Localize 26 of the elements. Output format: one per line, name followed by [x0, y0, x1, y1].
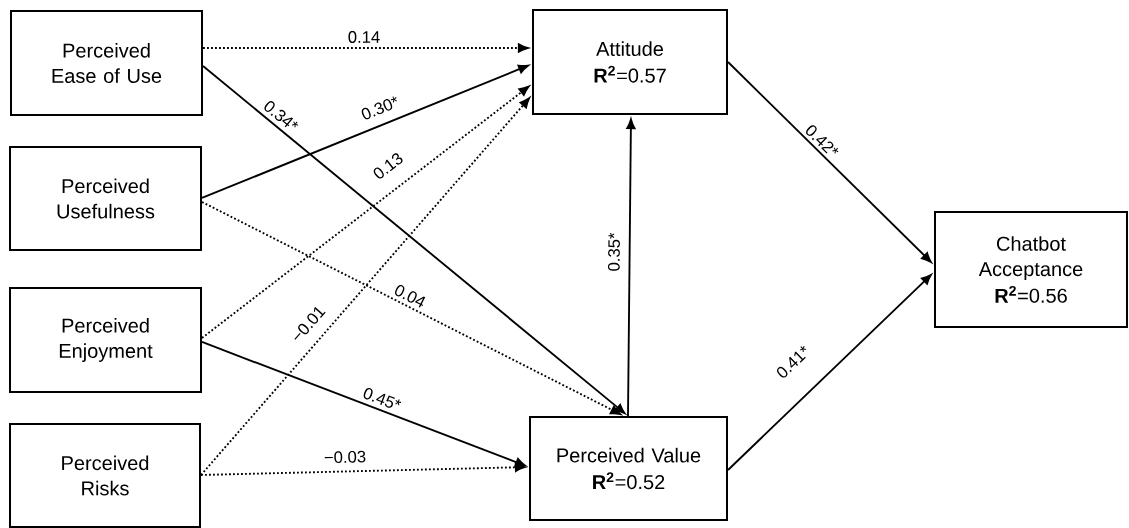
path-arrow	[202, 43, 529, 53]
construct-box: Perceived Ease of Use	[10, 10, 203, 116]
path-arrow	[201, 341, 526, 467]
edge-label: −0.03	[322, 449, 368, 465]
edge-label: 0.30*	[358, 93, 402, 123]
path-arrow	[200, 462, 526, 476]
path-arrow	[201, 64, 529, 199]
path-arrow	[201, 85, 530, 339]
construct-box: Perceived Enjoyment	[9, 287, 202, 393]
construct-box: Perceived Usefulness	[9, 146, 202, 251]
path-arrow	[200, 97, 531, 476]
path-arrow	[626, 118, 636, 417]
construct-box: Perceived Value R$^{2}$=0.52	[529, 416, 728, 521]
construct-box: Attitude R$^{2}$=0.57	[532, 9, 728, 115]
edge-label: 0.13	[369, 149, 407, 183]
construct-box: Chatbot Acceptance R$^{2}$=0.56	[934, 211, 1128, 328]
path-arrow	[201, 201, 621, 415]
path-arrow	[202, 65, 626, 415]
path-arrow	[727, 61, 932, 263]
edge-label: 0.14	[346, 29, 382, 45]
path-arrow	[727, 274, 932, 471]
edge-label: 0.45*	[360, 384, 404, 414]
construct-box: Perceived Risks	[9, 423, 201, 528]
edge-label: 0.35*	[606, 231, 622, 273]
edge-label: 0.34*	[260, 97, 302, 135]
edge-label: 0.04	[391, 281, 429, 311]
